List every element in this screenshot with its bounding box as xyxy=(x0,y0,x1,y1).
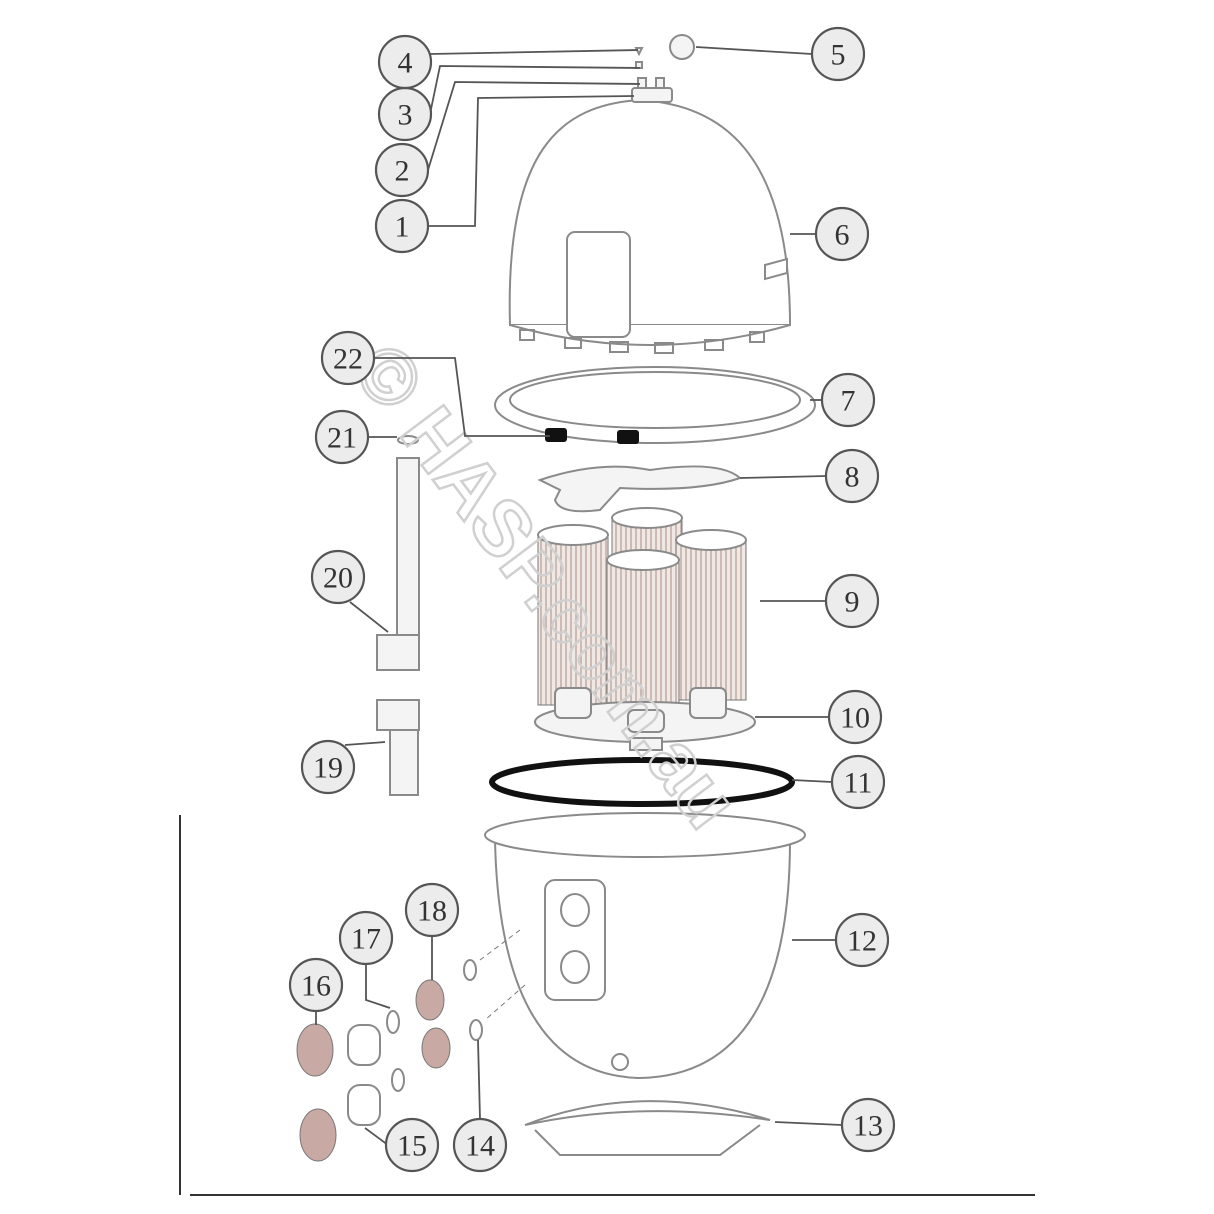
leader-lines xyxy=(315,46,843,1146)
callout-13: 13 xyxy=(840,1097,896,1153)
callout-14: 14 xyxy=(452,1117,508,1173)
callout-12: 12 xyxy=(834,912,890,968)
callout-circle xyxy=(830,754,886,810)
callout-label: 18 xyxy=(417,895,447,928)
tank-body xyxy=(484,812,806,1080)
callout-circle xyxy=(827,689,883,745)
callout-circle xyxy=(338,910,394,966)
callout-label: 14 xyxy=(465,1130,495,1163)
elbow xyxy=(376,699,420,796)
callout-circle xyxy=(404,882,460,938)
callout-22: 22 xyxy=(320,330,376,386)
callout-5: 5 xyxy=(810,26,866,82)
callout-label: 5 xyxy=(831,39,846,72)
callout-label: 11 xyxy=(844,767,873,800)
callout-11: 11 xyxy=(830,754,886,810)
callout-label: 21 xyxy=(327,422,357,455)
callout-circle xyxy=(374,142,430,198)
callout-circle xyxy=(840,1097,896,1153)
callout-4: 4 xyxy=(377,34,433,90)
callout-circle xyxy=(300,739,356,795)
callout-label: 17 xyxy=(351,923,381,956)
callout-label: 20 xyxy=(323,562,353,595)
callout-circle xyxy=(820,372,876,428)
dome-lid xyxy=(508,98,792,354)
callout-circle xyxy=(814,206,870,262)
stand xyxy=(524,1100,771,1156)
callout-label: 13 xyxy=(853,1110,883,1143)
callout-20: 20 xyxy=(310,549,366,605)
callout-3: 3 xyxy=(377,86,433,142)
callout-label: 19 xyxy=(313,752,343,785)
callout-circle xyxy=(834,912,890,968)
standpipe xyxy=(376,435,420,671)
callout-6: 6 xyxy=(814,206,870,262)
callout-18: 18 xyxy=(404,882,460,938)
callout-10: 10 xyxy=(827,689,883,745)
callout-label: 22 xyxy=(333,343,363,376)
callout-16: 16 xyxy=(288,957,344,1013)
callout-circle xyxy=(374,198,430,254)
clamp-ring xyxy=(494,366,816,444)
callout-circle xyxy=(452,1117,508,1173)
callout-15: 15 xyxy=(384,1117,440,1173)
callout-label: 6 xyxy=(835,219,850,252)
callout-circle xyxy=(314,409,370,465)
callout-label: 9 xyxy=(845,586,860,619)
callout-7: 7 xyxy=(820,372,876,428)
callout-21: 21 xyxy=(314,409,370,465)
callout-circle xyxy=(288,957,344,1013)
callout-17: 17 xyxy=(338,910,394,966)
callout-circle xyxy=(320,330,376,386)
o-ring xyxy=(489,757,795,807)
callout-circle xyxy=(310,549,366,605)
callout-9: 9 xyxy=(824,573,880,629)
fittings xyxy=(296,929,526,1162)
valve-assembly xyxy=(631,34,695,103)
callout-circle xyxy=(810,26,866,82)
callout-label: 15 xyxy=(397,1130,427,1163)
callout-label: 2 xyxy=(395,155,410,188)
callout-2: 2 xyxy=(374,142,430,198)
callout-circle xyxy=(377,34,433,90)
base-plate xyxy=(534,687,756,751)
callout-circle xyxy=(384,1117,440,1173)
callout-8: 8 xyxy=(824,448,880,504)
callout-circle xyxy=(824,573,880,629)
callout-19: 19 xyxy=(300,739,356,795)
callout-circle xyxy=(824,448,880,504)
callout-label: 3 xyxy=(398,99,413,132)
callout-label: 4 xyxy=(398,47,413,80)
callout-label: 10 xyxy=(840,702,870,735)
callout-label: 7 xyxy=(841,385,856,418)
callout-label: 12 xyxy=(847,925,877,958)
callout-label: 8 xyxy=(845,461,860,494)
callout-label: 16 xyxy=(301,970,331,1003)
callout-label: 1 xyxy=(395,211,410,244)
manifold xyxy=(537,465,742,513)
callout-1: 1 xyxy=(374,198,430,254)
cartridges xyxy=(537,507,747,711)
